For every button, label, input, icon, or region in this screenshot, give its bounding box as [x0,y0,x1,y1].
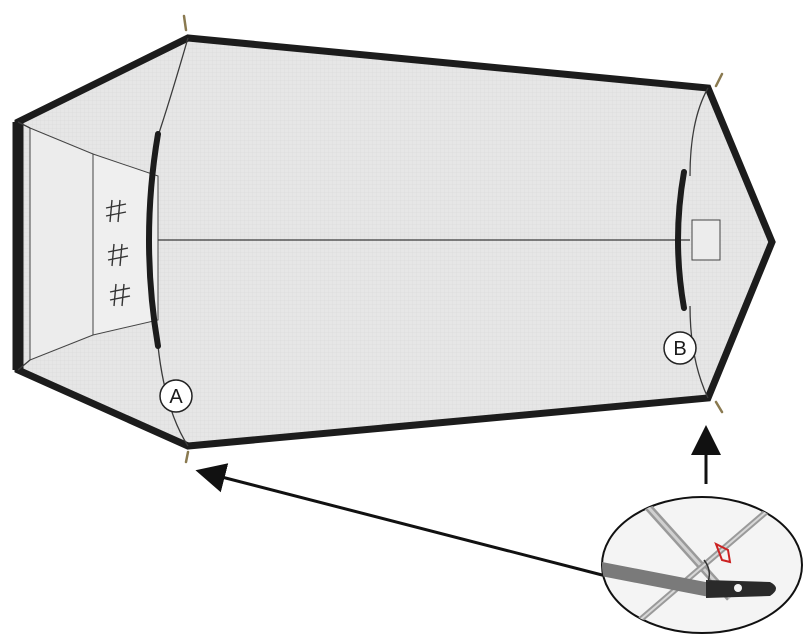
callout-b: B [663,331,697,365]
vestibule-panel [29,127,94,361]
pole-a [146,131,161,349]
guy-lines [17,37,709,447]
arrow-left-icon [195,463,607,578]
tent-poles [146,131,687,349]
mesh-marks [105,199,131,307]
callout-a-label: A [169,386,183,408]
callout-a: A [159,379,193,413]
stake-pegs [182,14,724,464]
pole-b [675,169,687,311]
tent-pole-clip-detail [601,496,803,634]
tent-body [18,38,772,446]
callout-b-label: B [673,338,686,360]
mesh-door-panel [92,153,159,336]
tent-outline [14,34,776,450]
rear-vent [691,219,721,261]
